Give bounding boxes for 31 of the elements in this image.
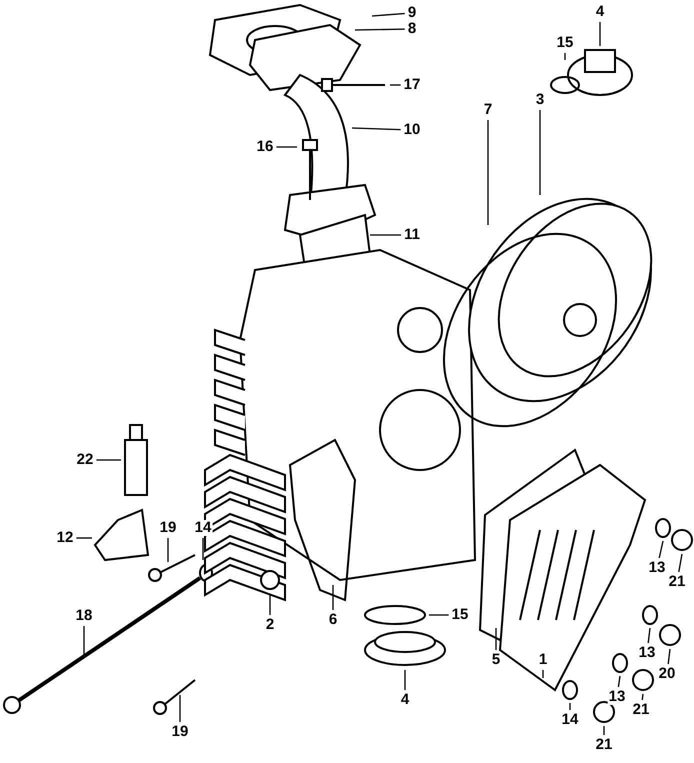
callout-number: 13: [608, 689, 626, 705]
leader-line: [332, 585, 334, 610]
leader-line: [404, 670, 406, 690]
leader-line: [658, 540, 664, 558]
leader-line: [618, 676, 621, 688]
leader-line: [668, 648, 671, 664]
leader-line: [542, 670, 544, 678]
leader-line: [569, 703, 571, 710]
leader-line: [487, 120, 489, 225]
leader-line: [429, 614, 449, 616]
leader-line: [179, 695, 181, 722]
leader-line: [352, 127, 401, 130]
leader-line: [276, 146, 297, 148]
leader-line: [642, 694, 644, 700]
leader-line: [390, 84, 401, 86]
callout-number: 14: [194, 520, 212, 536]
leader-line: [76, 537, 92, 539]
leader-line: [370, 234, 402, 236]
leader-line: [564, 53, 566, 60]
leader-line: [202, 538, 204, 560]
leader-line: [354, 28, 405, 31]
leader-line: [96, 459, 121, 461]
leader-line: [599, 22, 601, 46]
leader-line: [495, 628, 497, 650]
leader-line: [269, 594, 271, 615]
leader-line: [372, 12, 405, 17]
leader-line: [167, 538, 169, 562]
leader-line: [603, 726, 605, 735]
leader-line: [648, 628, 651, 644]
leader-line: [539, 110, 541, 195]
leader-line: [678, 554, 683, 572]
